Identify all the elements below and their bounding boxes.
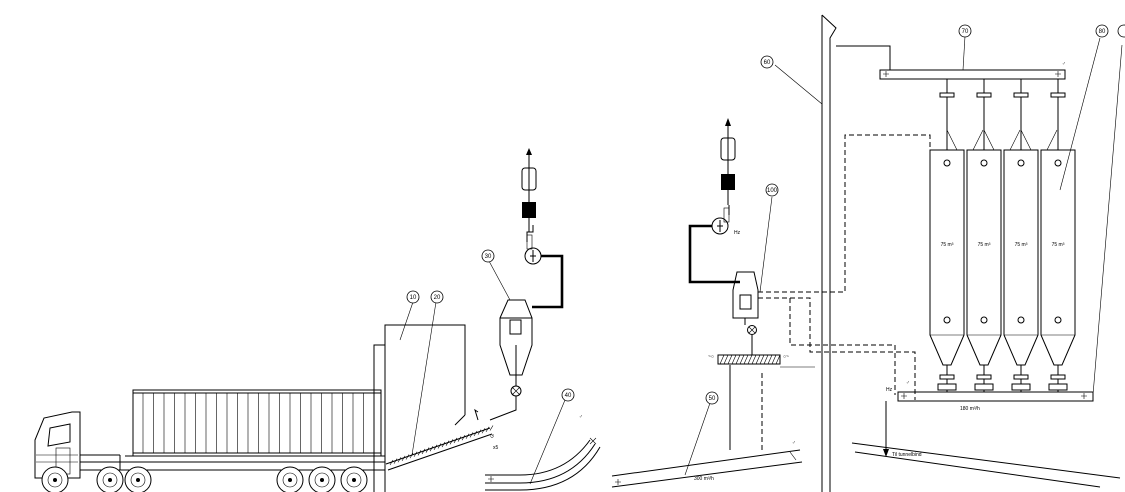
wheel [276, 466, 304, 492]
silo-4-volume: 75 m³ [1052, 242, 1065, 248]
silos-80: 75 m³ 75 m³ 75 m³ 75 m³ [929, 37, 1101, 392]
silo-2-volume: 75 m³ [978, 242, 991, 248]
silo-3 [1003, 149, 1039, 392]
svg-text:♂: ♂ [792, 440, 796, 446]
svg-text:80: 80 [1099, 29, 1106, 35]
wheel [308, 466, 336, 492]
bottom-conveyor: 180 m³/h Hz ♂ Til tunnelbind [851, 44, 1123, 488]
filter-100: Hz [688, 118, 773, 355]
container-ribs [142, 393, 375, 453]
svg-text:♂: ♂ [579, 414, 583, 420]
svg-text:40: 40 [565, 393, 572, 399]
svg-text:~○: ~○ [708, 354, 714, 360]
bottom-conveyor-capacity: 180 m³/h [960, 406, 980, 412]
wheel [340, 466, 368, 492]
tag-80: 80 [1095, 24, 1109, 38]
svg-text:70: 70 [962, 29, 969, 35]
top-conveyor-70: ♂ [879, 35, 1066, 151]
tag-100: 100 [765, 183, 779, 197]
svg-text:♂: ♂ [1062, 61, 1066, 67]
receiving-hopper [373, 301, 466, 492]
building-wall-60 [774, 14, 891, 492]
svg-text:50: 50 [709, 396, 716, 402]
svg-text:○~: ○~ [783, 354, 789, 360]
svg-text:100: 100 [767, 188, 778, 194]
conveyor-40: ♂ [485, 399, 601, 491]
silo-1 [929, 149, 965, 392]
x5-label: x5 [493, 445, 499, 451]
tag-20: 20 [430, 290, 444, 304]
svg-text:20: 20 [434, 295, 441, 301]
tag-partial-right [1117, 24, 1125, 38]
wheel [124, 466, 152, 492]
tunnel-label: Til tunnelbind [892, 452, 922, 458]
screw-feeder: ~○ ○~ [708, 354, 815, 368]
conveyor-50-capacity: 300 m³/h [694, 476, 714, 482]
wheel [96, 466, 124, 492]
svg-text:60: 60 [764, 60, 771, 66]
truck-wheels [41, 466, 368, 492]
hz-label-2: Hz [886, 387, 893, 393]
tag-30: 30 [481, 249, 495, 263]
svg-text:↺: ↺ [490, 434, 494, 440]
silo-1-volume: 75 m³ [941, 242, 954, 248]
silo-4 [1040, 149, 1076, 392]
silo-inlet-drops [939, 79, 1066, 151]
hz-label-1: Hz [734, 230, 741, 236]
silo-3-volume: 75 m³ [1015, 242, 1028, 248]
svg-text:30: 30 [485, 254, 492, 260]
svg-text:♂: ♂ [906, 380, 910, 386]
tag-10: 10 [406, 290, 420, 304]
cyclone-filter-30 [488, 148, 564, 421]
tag-70: 70 [958, 24, 972, 38]
tag-60: 60 [760, 55, 774, 69]
wheel [41, 466, 69, 492]
conveyor-50: 300 m³/h ♂ [611, 365, 803, 488]
svg-text:10: 10 [410, 295, 417, 301]
control-lines [758, 134, 931, 400]
truck [34, 389, 385, 492]
tag-50: 50 [705, 391, 719, 405]
screw-conveyor-20: x5 ↺ [385, 301, 499, 471]
tag-40: 40 [561, 388, 575, 402]
silo-2 [966, 149, 1002, 392]
